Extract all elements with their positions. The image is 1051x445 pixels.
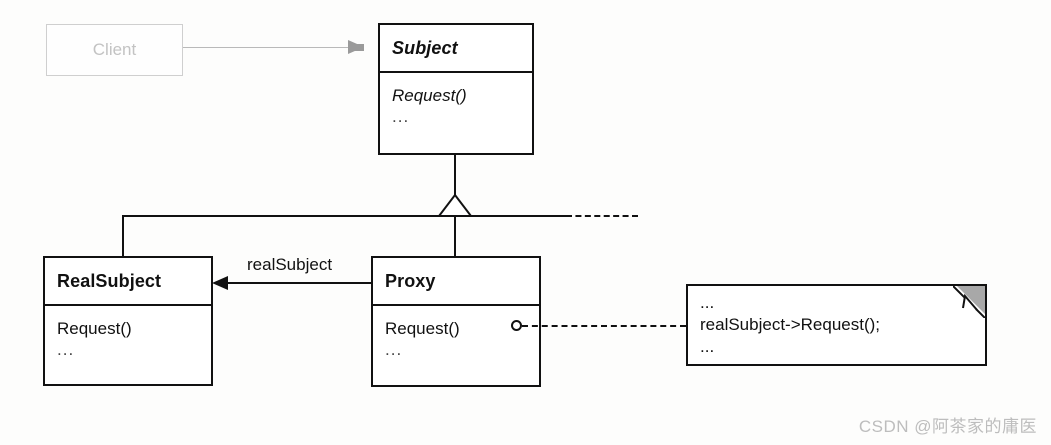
operation-subject-request: Request() — [392, 86, 467, 105]
class-name-client: Client — [92, 40, 137, 59]
dependency-line-client-subject — [183, 47, 348, 48]
operations-compartment-realsubject: Request() ... — [45, 306, 211, 384]
watermark-text: CSDN @阿茶家的庸医 — [858, 417, 1037, 436]
generalization-drop-realsubject — [122, 215, 124, 257]
note-fold-corner-icon — [956, 286, 985, 315]
class-box-realsubject[interactable]: RealSubject Request() ... — [43, 256, 213, 386]
association-line-proxy-realsubject — [224, 282, 371, 284]
class-name-realsubject: RealSubject — [57, 270, 162, 291]
operation-realsubject-request: Request() — [57, 319, 132, 338]
note-link-dashed-line — [522, 325, 686, 327]
generalization-drop-proxy — [454, 215, 456, 257]
name-compartment-subject: Subject — [380, 25, 532, 73]
class-box-client[interactable]: Client — [46, 24, 183, 76]
operation-proxy-request: Request() — [385, 319, 460, 338]
generalization-bar — [122, 215, 567, 217]
operations-compartment-proxy: Request() ... — [373, 306, 539, 385]
class-box-subject[interactable]: Subject Request() ... — [378, 23, 534, 155]
generalization-bar-dashed-tail — [566, 215, 638, 217]
arrow-tail-client-subject — [348, 44, 364, 51]
operation-subject-ellipsis: ... — [392, 106, 410, 126]
arrowhead-proxy-realsubject — [212, 276, 228, 290]
name-compartment-proxy: Proxy — [373, 258, 539, 306]
operations-compartment-subject: Request() ... — [380, 73, 532, 153]
class-name-proxy: Proxy — [385, 270, 436, 291]
association-role-label-realsubject: realSubject — [247, 255, 333, 274]
generalization-stem-top — [454, 155, 456, 196]
note-box-proxy-request[interactable]: ... realSubject->Request(); ... — [686, 284, 987, 366]
class-name-subject: Subject — [392, 37, 458, 58]
operation-realsubject-ellipsis: ... — [57, 339, 75, 359]
note-fold-edge-icon — [953, 286, 985, 318]
name-compartment-realsubject: RealSubject — [45, 258, 211, 306]
note-anchor-circle-icon — [511, 320, 522, 331]
operation-proxy-ellipsis: ... — [385, 339, 403, 359]
note-text: ... realSubject->Request(); ... — [700, 293, 881, 357]
